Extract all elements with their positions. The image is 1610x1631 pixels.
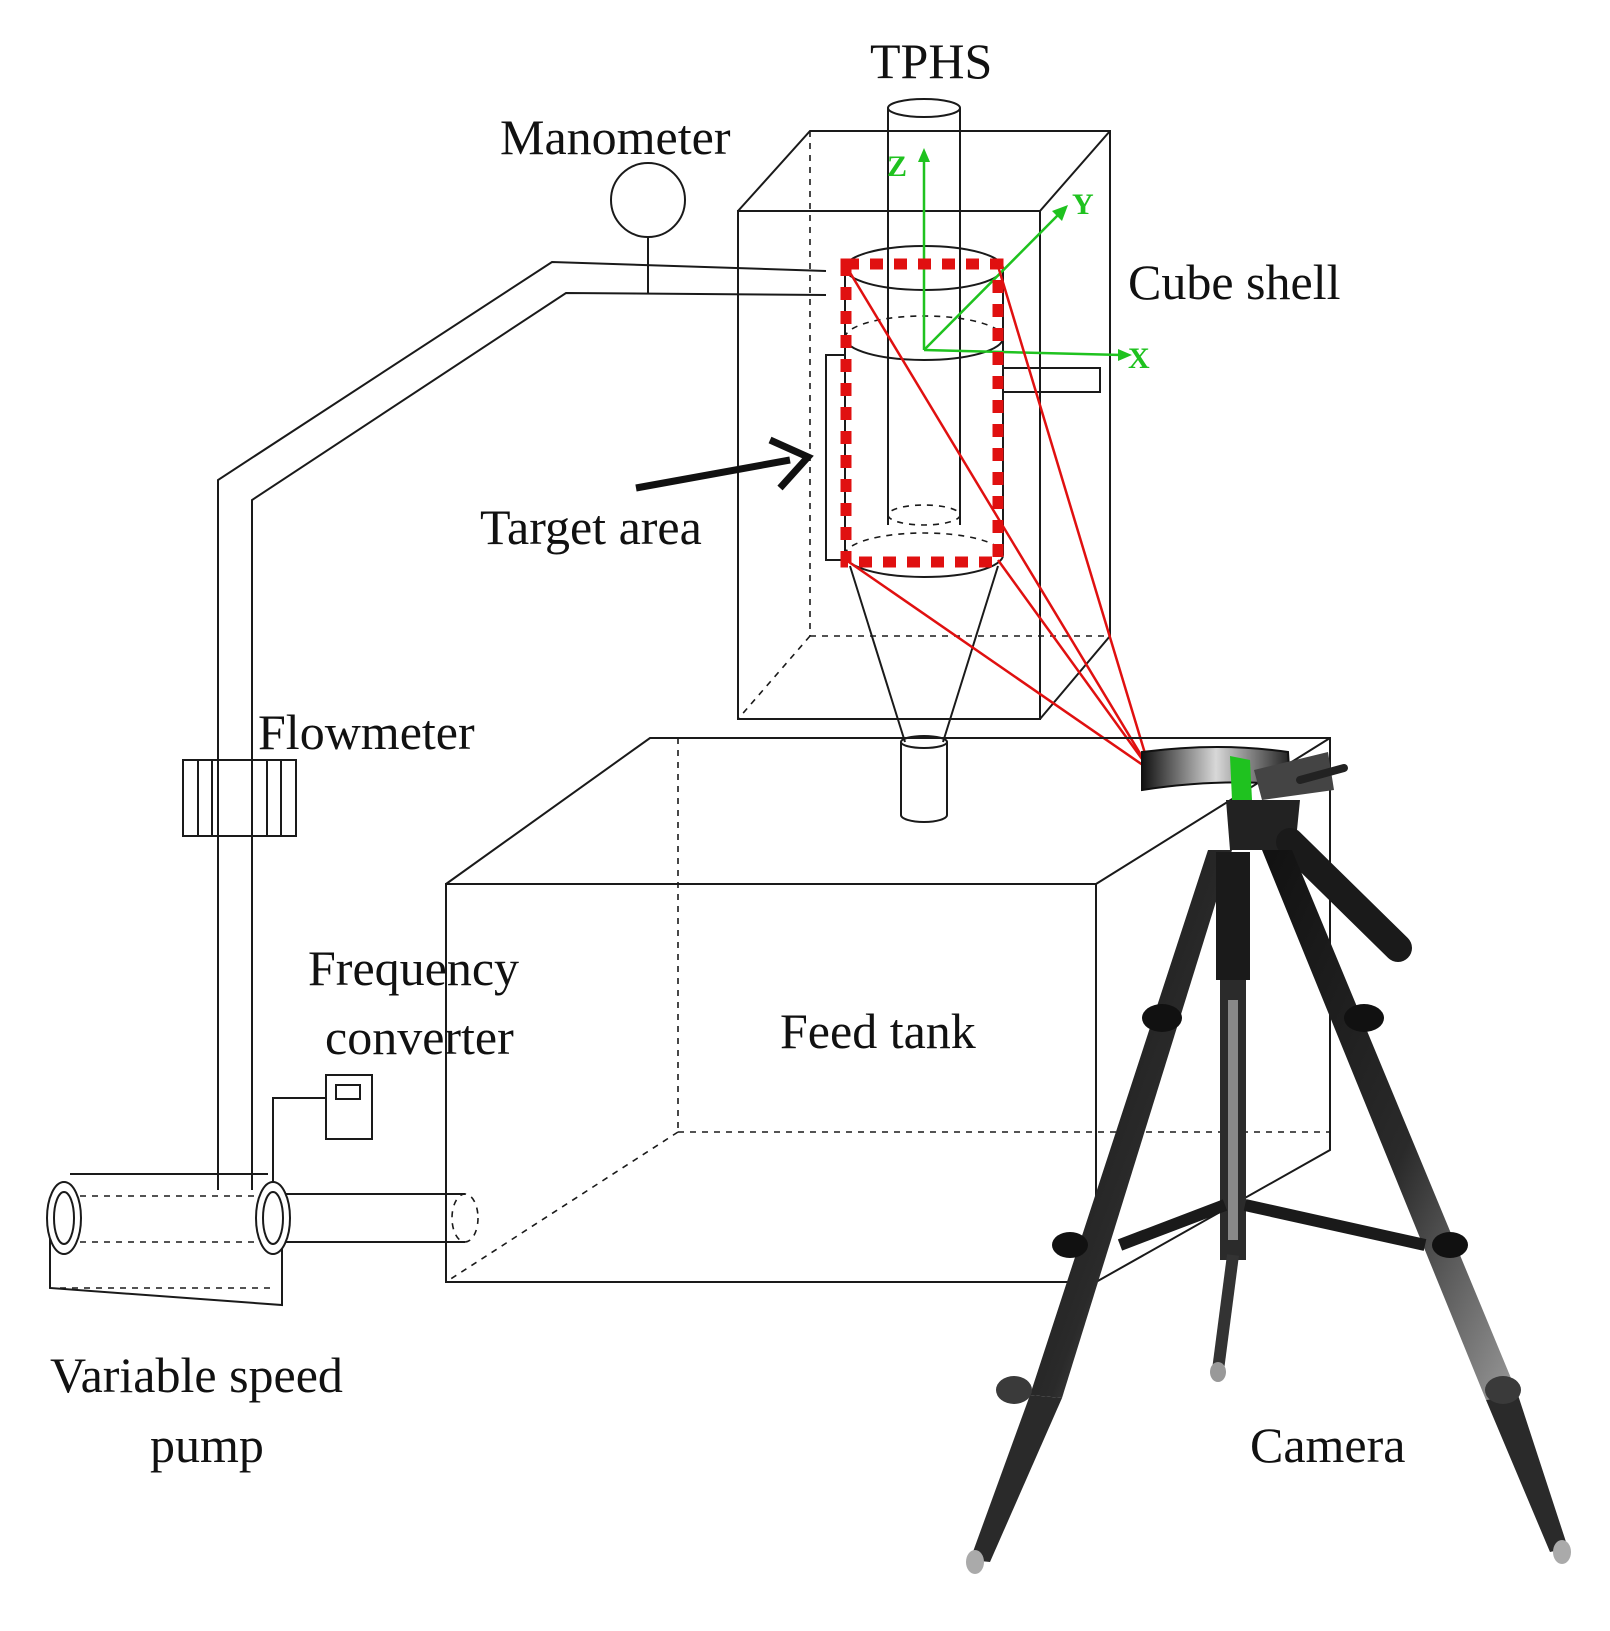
coordinate-axes: Z Y X [887, 148, 1150, 375]
label-manometer: Manometer [500, 109, 731, 165]
label-frequency-converter-line2: converter [325, 1009, 514, 1065]
label-camera: Camera [1250, 1417, 1406, 1473]
frequency-converter-device [272, 1074, 373, 1190]
axis-label-y: Y [1072, 188, 1094, 221]
label-target-area: Target area [480, 499, 702, 555]
label-feed-tank: Feed tank [780, 1003, 976, 1059]
label-frequency-converter-line1: Frequency [308, 940, 520, 996]
axis-label-x: X [1128, 342, 1150, 375]
manometer-gauge [610, 162, 686, 238]
variable-speed-pump [46, 1173, 465, 1307]
label-tphs: TPHS [870, 33, 993, 89]
label-pump-line2: pump [150, 1417, 264, 1473]
flowmeter-device [182, 759, 297, 837]
label-flowmeter: Flowmeter [258, 704, 475, 760]
axis-label-z: Z [887, 150, 907, 183]
label-pump-line1: Variable speed [50, 1347, 343, 1403]
camera-tripod [966, 746, 1571, 1574]
target-area [840, 258, 1152, 772]
label-cube-shell: Cube shell [1128, 254, 1341, 310]
target-area-arrow [635, 436, 814, 492]
